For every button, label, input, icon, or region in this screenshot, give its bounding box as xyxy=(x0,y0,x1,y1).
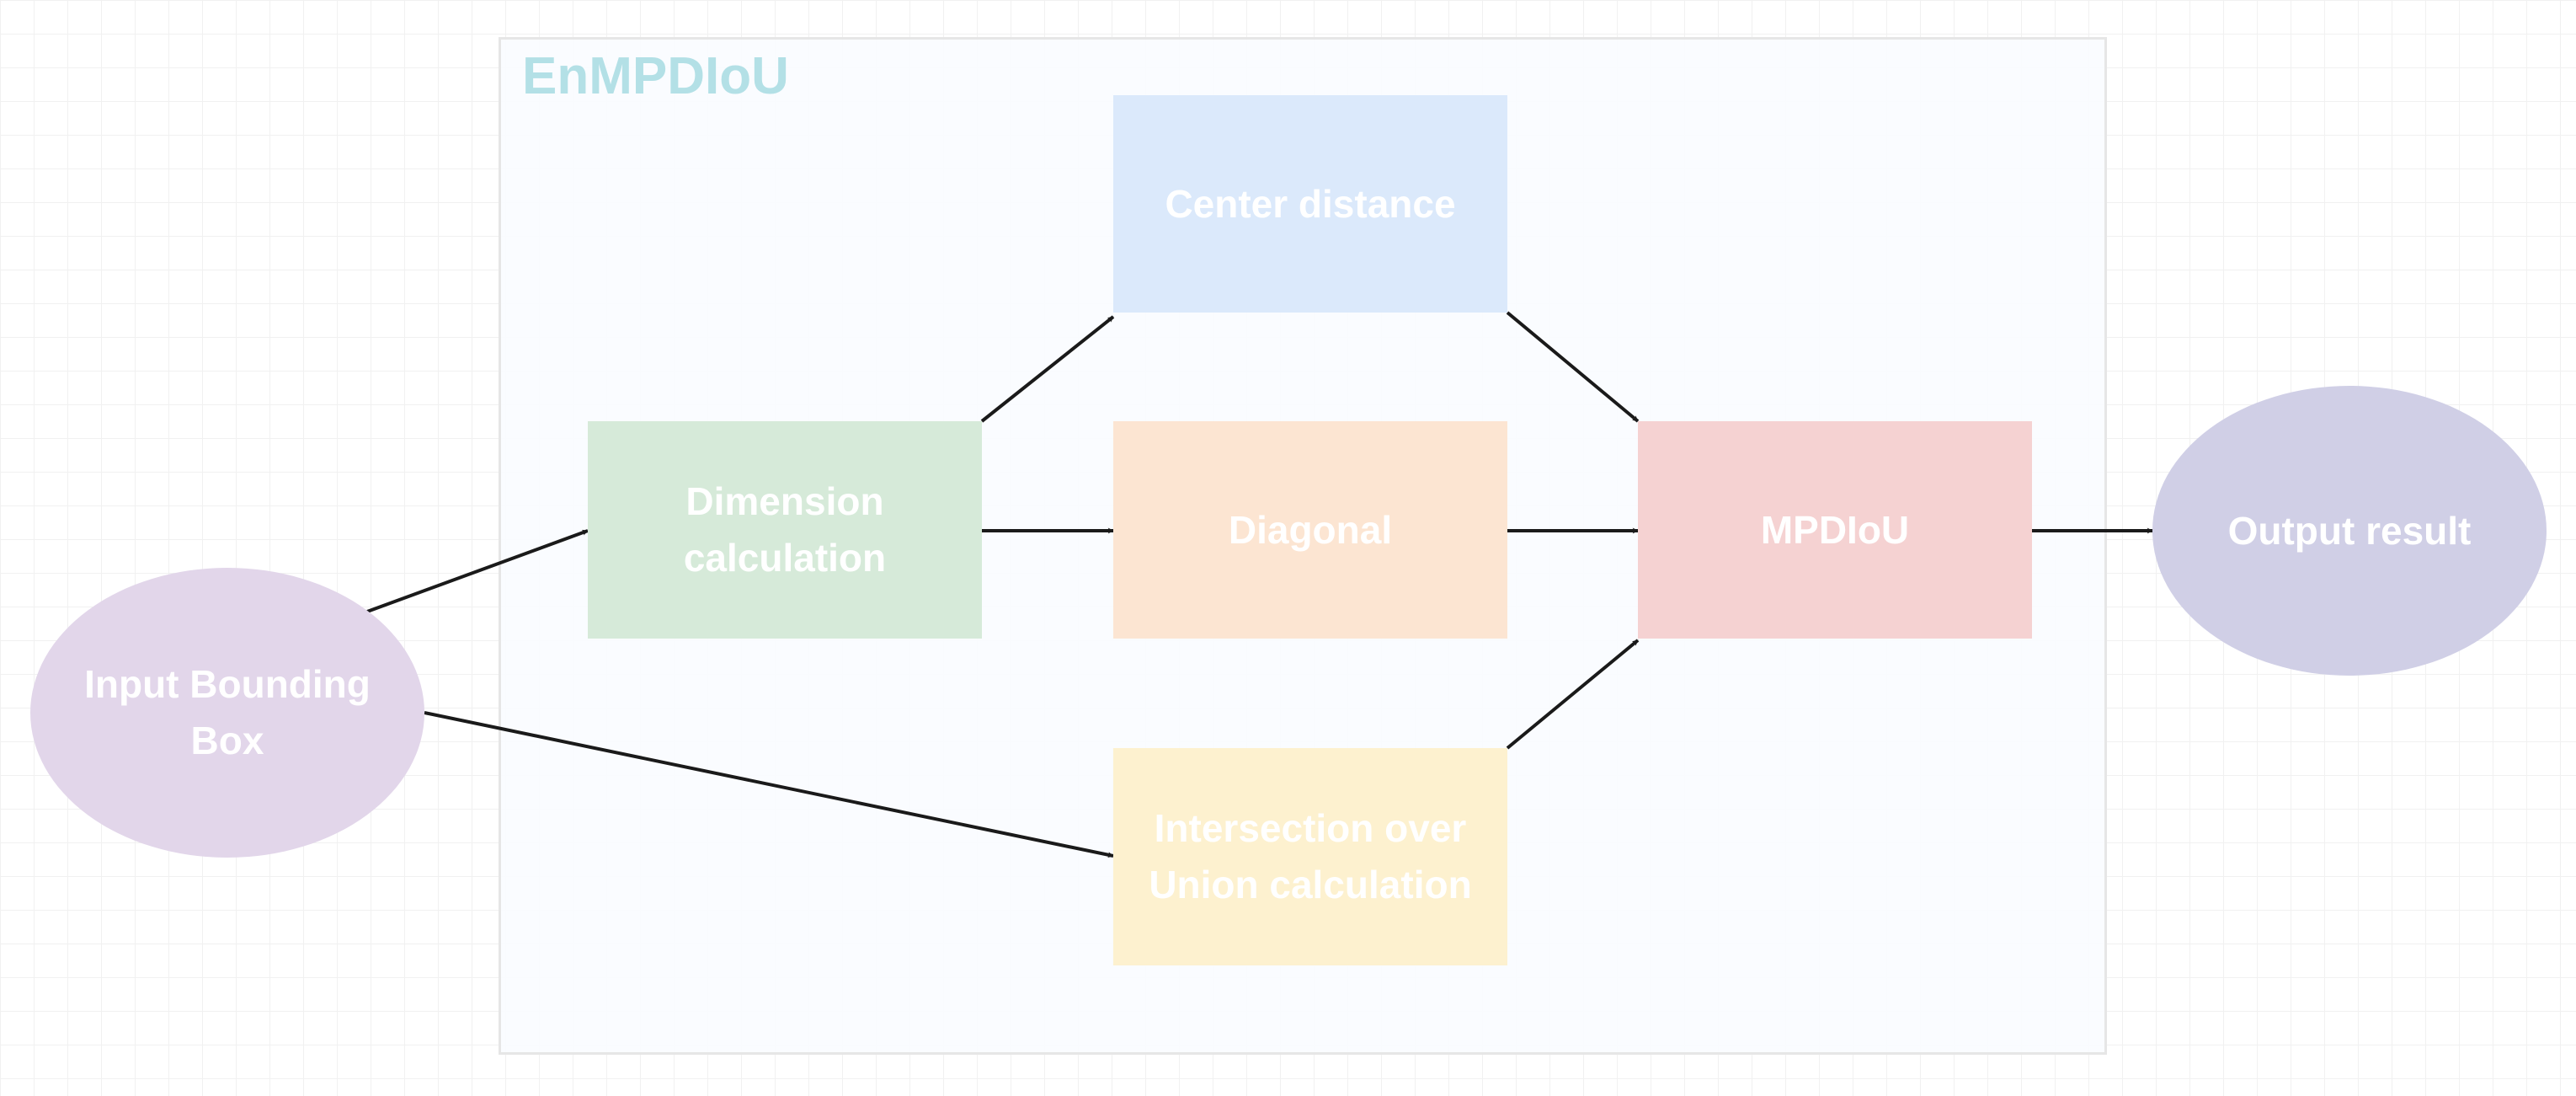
center-distance-label: Center distance xyxy=(1165,181,1456,226)
mpdiou-node: MPDIoU xyxy=(1638,421,2032,639)
arrow-dimension-to-center xyxy=(980,315,1115,423)
output-result-label: Output result xyxy=(2227,508,2472,553)
container-title: EnMPDIoU xyxy=(522,47,789,105)
output-result-node: Output result xyxy=(2152,386,2547,676)
iou-calculation-label: Intersection over Union calculation xyxy=(1149,806,1472,906)
dimension-calculation-node: Dimension calculation xyxy=(588,421,982,639)
input-bounding-box-label: Input Bounding Box xyxy=(84,662,371,762)
arrow-input-to-iou xyxy=(424,711,1114,858)
arrow-center-to-mpdiou xyxy=(1506,311,1640,423)
diagonal-node: Diagonal xyxy=(1113,421,1507,639)
dimension-calculation-label: Dimension calculation xyxy=(683,479,887,580)
iou-calculation-node: Intersection over Union calculation xyxy=(1113,748,1507,965)
input-bounding-box-node: Input Bounding Box xyxy=(30,568,424,858)
diagonal-label: Diagonal xyxy=(1228,507,1393,552)
center-distance-node: Center distance xyxy=(1113,95,1507,313)
arrow-input-to-dimension xyxy=(366,529,589,613)
mpdiou-label: MPDIoU xyxy=(1760,507,1910,552)
arrow-iou-to-mpdiou xyxy=(1506,639,1640,750)
